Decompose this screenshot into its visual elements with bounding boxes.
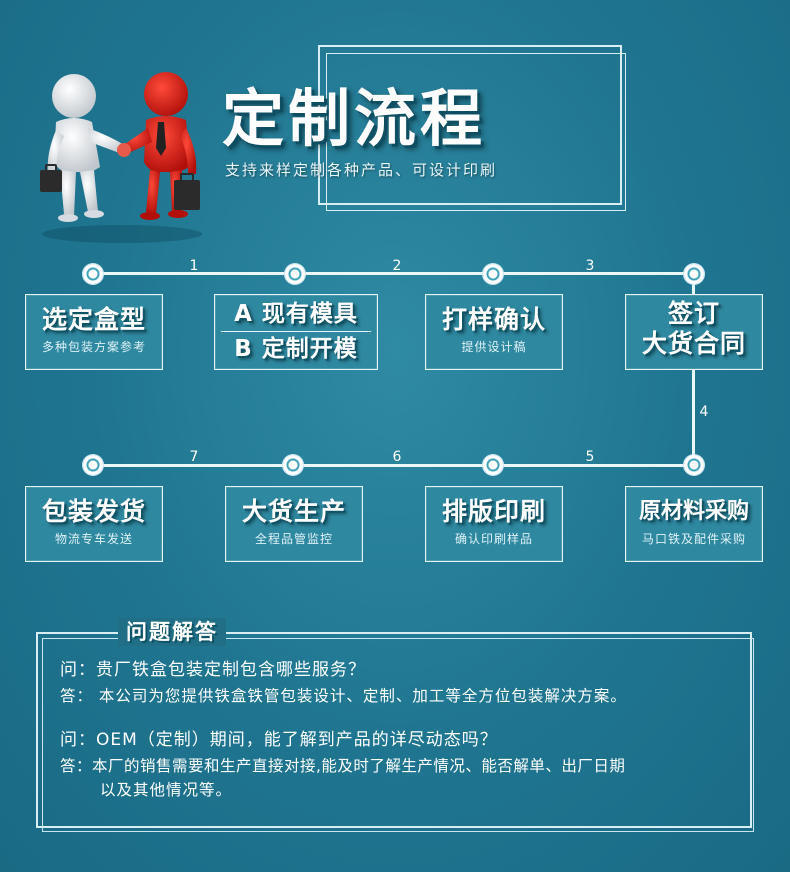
timeline-number-2: 2 xyxy=(392,258,402,274)
step-title: 选定盒型 xyxy=(41,305,146,334)
qa-question-2: 问：OEM（定制）期间，能了解到产品的详尽动态吗？ xyxy=(60,730,498,750)
step-title: 打样确认 xyxy=(441,305,546,334)
qa-frame-inner xyxy=(42,638,754,832)
qa-answer-2-line-2: 以及其他情况等。 xyxy=(100,781,233,799)
step-title: 大货生产 xyxy=(241,497,346,526)
step-subtitle: 物流专车发送 xyxy=(54,532,133,546)
step-box-pack-ship: 包装发货 物流专车发送 xyxy=(25,486,163,562)
timeline-dot xyxy=(283,455,303,475)
step-box-select-box-type: 选定盒型 多种包装方案参考 xyxy=(25,294,163,370)
step-line-contract: 大货合同 xyxy=(641,329,746,358)
timeline-dot xyxy=(83,264,103,284)
step-divider xyxy=(221,331,371,332)
handshake-illustration xyxy=(40,72,202,243)
step-line-existing-mold: A 现有模具 xyxy=(234,301,358,327)
timeline-number-3: 3 xyxy=(585,258,595,274)
timeline-number-6: 6 xyxy=(392,449,402,465)
step-subtitle: 马口铁及配件采购 xyxy=(641,532,746,546)
timeline-line-top xyxy=(93,272,694,275)
qa-answer-2-line-1: 答：本厂的销售需要和生产直接对接,能及时了解生产情况、能否解单、出厂日期 xyxy=(60,757,626,775)
timeline-number-4: 4 xyxy=(699,404,709,420)
step-line-sign: 签订 xyxy=(667,299,720,328)
page-title: 定制流程 xyxy=(222,82,487,155)
step-box-material-purchase: 原材料采购 马口铁及配件采购 xyxy=(625,486,763,562)
qa-answer-1: 答： 本公司为您提供铁盒铁管包装设计、定制、加工等全方位包装解决方案。 xyxy=(60,687,627,705)
step-line-custom-mold: B 定制开模 xyxy=(234,336,358,362)
timeline-dot xyxy=(285,264,305,284)
step-subtitle: 全程品管监控 xyxy=(254,532,333,546)
timeline-number-1: 1 xyxy=(189,258,199,274)
timeline-dot xyxy=(83,455,103,475)
timeline-line-bottom xyxy=(93,464,694,467)
step-box-mass-production: 大货生产 全程品管监控 xyxy=(225,486,363,562)
timeline-number-7: 7 xyxy=(189,449,199,465)
timeline-dot xyxy=(684,264,704,284)
timeline-number-5: 5 xyxy=(585,449,595,465)
step-subtitle: 多种包装方案参考 xyxy=(41,340,146,354)
timeline-dot xyxy=(684,455,704,475)
step-box-sample-confirm: 打样确认 提供设计稿 xyxy=(425,294,563,370)
step-title: 原材料采购 xyxy=(638,499,749,524)
step-box-sign-contract: 签订 大货合同 xyxy=(625,294,763,370)
title-frame-inner xyxy=(326,53,626,211)
title-frame-outer xyxy=(318,45,622,205)
timeline-dot xyxy=(483,264,503,284)
page-subtitle: 支持来样定制各种产品、可设计印刷 xyxy=(225,161,498,179)
step-subtitle: 提供设计稿 xyxy=(461,340,527,354)
step-box-mold: A 现有模具 B 定制开模 xyxy=(214,294,378,370)
step-subtitle: 确认印刷样品 xyxy=(454,532,533,546)
qa-question-1: 问：贵厂铁盒包装定制包含哪些服务？ xyxy=(60,660,366,680)
qa-frame-outer xyxy=(36,632,752,828)
step-title: 包装发货 xyxy=(41,497,146,526)
timeline-dot xyxy=(483,455,503,475)
step-title: 排版印刷 xyxy=(441,497,546,526)
step-box-print-layout: 排版印刷 确认印刷样品 xyxy=(425,486,563,562)
qa-section-title: 问题解答 xyxy=(118,618,226,646)
